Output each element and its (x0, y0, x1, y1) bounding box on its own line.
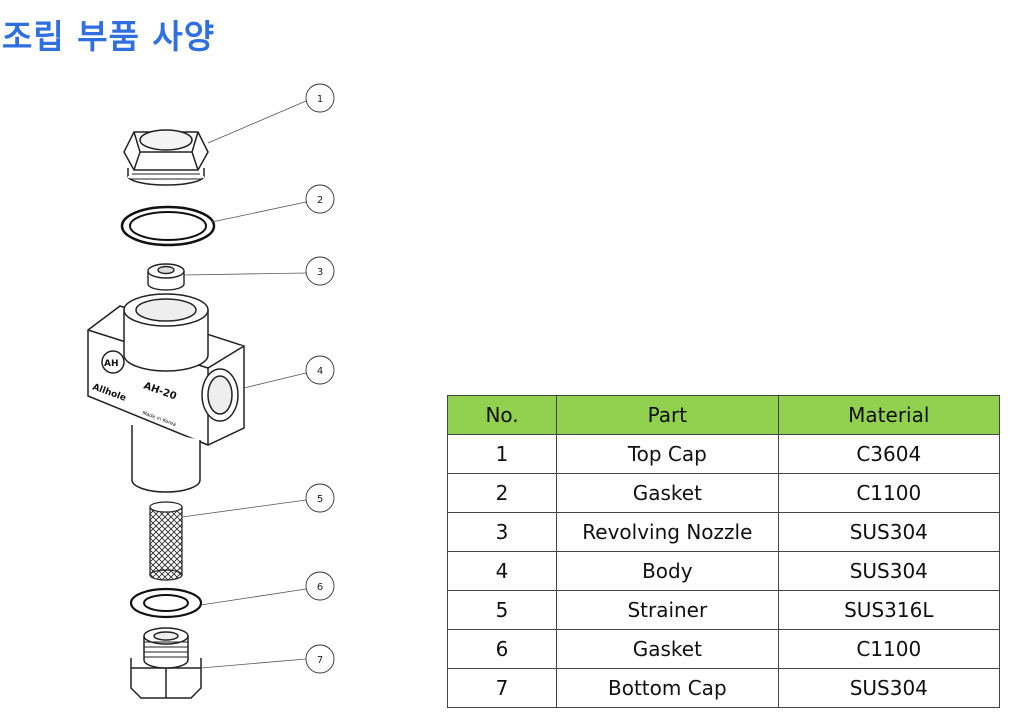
callout-5: 5 (317, 494, 323, 505)
callout-2: 2 (317, 195, 323, 206)
page-title: 조립 부품 사양 (2, 17, 216, 56)
cell-part: Gasket (556, 629, 779, 669)
cell-no: 3 (446, 512, 558, 552)
table-row: 3 Revolving Nozzle SUS304 (446, 512, 1001, 552)
parts-table: No. Part Material 1 Top Cap C3604 2 Gask… (446, 395, 1001, 708)
header-no: No. (446, 395, 558, 435)
exploded-assembly-drawing: AH AH-20 Allhole Made in Korea (0, 70, 420, 720)
cell-no: 1 (446, 434, 558, 474)
callout-4: 4 (317, 366, 323, 377)
table-row: 4 Body SUS304 (446, 551, 1001, 591)
cell-no: 6 (446, 629, 558, 669)
header-part: Part (556, 395, 779, 435)
strainer-part (149, 501, 183, 581)
top-cap-part (123, 129, 209, 186)
cell-material: C1100 (777, 629, 1001, 669)
revolving-nozzle-part (147, 263, 185, 291)
cell-no: 7 (446, 668, 558, 708)
cell-part: Revolving Nozzle (556, 512, 779, 552)
body-part: AH AH-20 Allhole Made in Korea (87, 293, 245, 493)
table-row: 7 Bottom Cap SUS304 (446, 668, 1001, 708)
table-row: 2 Gasket C1100 (446, 473, 1001, 513)
bottom-cap-part (130, 627, 202, 699)
callout-1: 1 (317, 94, 323, 105)
body-logo-text: AH (104, 359, 119, 369)
cell-part: Strainer (556, 590, 779, 630)
cell-part: Top Cap (556, 434, 779, 474)
cell-no: 5 (446, 590, 558, 630)
cell-material: SUS304 (777, 668, 1001, 708)
table-row: 1 Top Cap C3604 (446, 434, 1001, 474)
cell-material: C3604 (777, 434, 1001, 474)
callout-7: 7 (317, 655, 323, 666)
table-row: 5 Strainer SUS316L (446, 590, 1001, 630)
callout-3: 3 (317, 267, 323, 278)
cell-material: C1100 (777, 473, 1001, 513)
cell-material: SUS316L (777, 590, 1001, 630)
cell-part: Bottom Cap (556, 668, 779, 708)
cell-no: 4 (446, 551, 558, 591)
gasket-top-part (120, 205, 216, 247)
cell-part: Body (556, 551, 779, 591)
cell-part: Gasket (556, 473, 779, 513)
callout-6: 6 (317, 582, 323, 593)
cell-no: 2 (446, 473, 558, 513)
gasket-bottom-part (129, 587, 203, 619)
table-header-row: No. Part Material (446, 395, 1001, 435)
cell-material: SUS304 (777, 512, 1001, 552)
header-material: Material (777, 395, 1001, 435)
cell-material: SUS304 (777, 551, 1001, 591)
table-row: 6 Gasket C1100 (446, 629, 1001, 669)
